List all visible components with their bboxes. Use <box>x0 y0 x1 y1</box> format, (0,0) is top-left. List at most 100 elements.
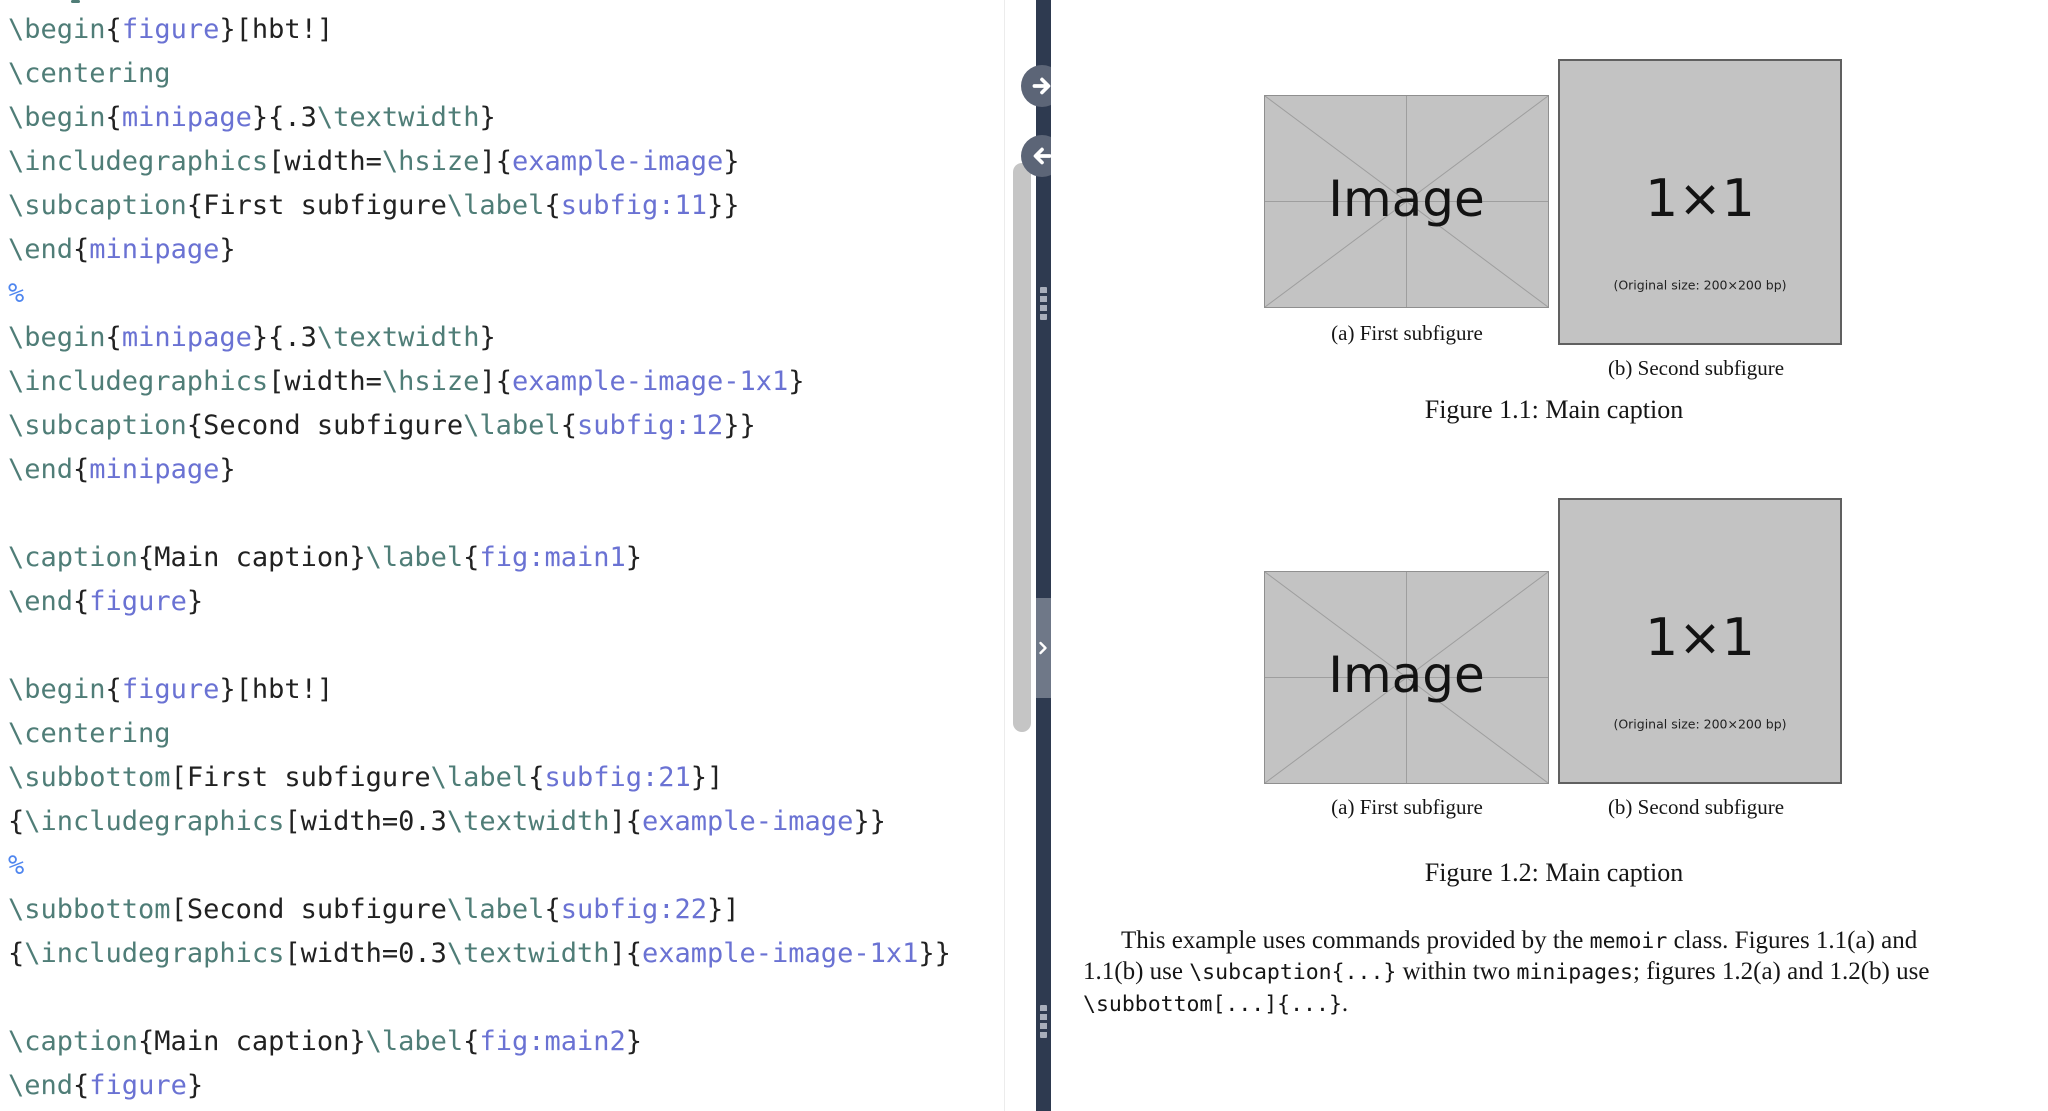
code-line[interactable] <box>8 624 951 668</box>
code-token: { <box>8 938 25 969</box>
code-line[interactable] <box>8 492 951 536</box>
code-line[interactable]: \subbottom[First subfigure\label{subfig:… <box>8 756 951 800</box>
code-token: { <box>73 234 90 265</box>
code-token: \textwidth <box>316 102 480 133</box>
code-line[interactable]: \caption{Main caption}\label{fig:main2} <box>8 1020 951 1064</box>
code-token: \subcaption <box>8 190 187 221</box>
code-line[interactable]: \begin{figure}[hbt!] <box>8 8 951 52</box>
paragraph-line: 1.1(b) use \subcaption{...} within two m… <box>1083 958 1929 986</box>
code-line[interactable]: % <box>8 844 951 888</box>
code-token: { <box>105 14 122 45</box>
code-token: fig:main2 <box>479 1026 626 1057</box>
code-token: } <box>219 234 236 265</box>
image-1x1-original-size: (Original size: 200×200 bp) <box>1613 277 1787 293</box>
subfigure-caption-1-2b: (b) Second subfigure <box>1607 795 1785 819</box>
paragraph-segment: 1.1(b) use <box>1083 958 1190 985</box>
image-placeholder-label: Image <box>1328 170 1485 229</box>
clipped-code-fragment <box>71 0 80 3</box>
code-line[interactable]: \end{minipage} <box>8 228 951 272</box>
code-token: subfig:21 <box>544 762 691 793</box>
code-token: \begin <box>8 102 106 133</box>
code-token: figure <box>121 14 220 45</box>
code-token: }{.3 <box>251 102 317 133</box>
code-token: \centering <box>8 58 171 89</box>
code-token: \label <box>430 762 529 793</box>
code-token: minipage <box>121 322 252 353</box>
code-token: ]{ <box>609 938 642 969</box>
code-token: \begin <box>8 322 106 353</box>
code-token: ]{ <box>479 146 512 177</box>
subfigure-caption-1-1a: (a) First subfigure <box>1331 321 1483 345</box>
code-token: \subcaption <box>8 410 187 441</box>
code-token: }] <box>690 762 724 793</box>
code-line[interactable]: \caption{Main caption}\label{fig:main1} <box>8 536 951 580</box>
code-token: { <box>544 190 561 221</box>
code-token: \includegraphics <box>8 146 269 177</box>
paragraph-line: This example uses commands provided by t… <box>1121 927 1917 955</box>
code-token: \subbottom <box>8 894 171 925</box>
code-token: \hsize <box>381 366 480 397</box>
code-token: \textwidth <box>446 938 610 969</box>
code-token: \label <box>365 542 464 573</box>
code-token: } <box>625 542 643 573</box>
code-line[interactable] <box>8 976 951 1020</box>
code-token: {Main caption} <box>138 542 366 573</box>
code-line[interactable]: \begin{minipage}{.3\textwidth} <box>8 316 951 360</box>
code-token: { <box>463 542 480 573</box>
paragraph-segment: class. Figures 1.1(a) and <box>1667 927 1918 954</box>
code-line[interactable]: \subcaption{Second subfigure\label{subfi… <box>8 404 951 448</box>
code-token: } <box>219 454 236 485</box>
subfigure-caption-1-2a: (a) First subfigure <box>1331 795 1483 819</box>
code-line[interactable]: \begin{minipage}{.3\textwidth} <box>8 96 951 140</box>
code-token: % <box>8 850 25 881</box>
code-line[interactable]: \end{figure} <box>8 580 951 624</box>
code-token: }{.3 <box>251 322 317 353</box>
image-placeholder-label: Image <box>1328 646 1485 705</box>
paragraph-segment: within two <box>1396 958 1517 985</box>
code-token: { <box>105 322 122 353</box>
code-line[interactable]: {\includegraphics[width=0.3\textwidth]{e… <box>8 932 951 976</box>
code-token: figure <box>89 586 187 617</box>
chevron-right-icon <box>1038 638 1049 658</box>
code-token: minipage <box>89 454 220 485</box>
code-token: \label <box>446 190 545 221</box>
code-line[interactable]: \begin{figure}[hbt!] <box>8 668 951 712</box>
code-line[interactable]: \includegraphics[width=\hsize]{example-i… <box>8 140 951 184</box>
code-token: example-image-1x1 <box>642 938 919 969</box>
figure-1-1-caption: Figure 1.1: Main caption <box>1424 395 1684 424</box>
paragraph-segment: minipages <box>1516 960 1634 985</box>
code-token: \textwidth <box>446 806 610 837</box>
code-line[interactable]: \end{figure} <box>8 1064 951 1108</box>
code-token: minipage <box>121 102 252 133</box>
subfigure-caption-1-1b: (b) Second subfigure <box>1607 356 1785 380</box>
divider-collapse-handle[interactable] <box>1036 598 1051 698</box>
code-line[interactable]: \subbottom[Second subfigure\label{subfig… <box>8 888 951 932</box>
code-token: minipage <box>89 234 220 265</box>
code-line[interactable]: \centering <box>8 712 951 756</box>
editor-scrollbar-thumb[interactable] <box>1013 163 1031 732</box>
pdf-preview-pane[interactable]: Image 1×1 (Original size: 200×200 bp) (a… <box>1051 0 2048 1111</box>
code-token: % <box>8 278 25 309</box>
code-token: \label <box>463 410 561 441</box>
code-token: } <box>788 366 805 397</box>
code-line[interactable]: % <box>8 272 951 316</box>
code-token: subfig:12 <box>576 410 724 441</box>
code-token: { <box>105 674 122 705</box>
placeholder-cross-lines-icon <box>1265 572 1548 783</box>
code-line[interactable]: {\includegraphics[width=0.3\textwidth]{e… <box>8 800 951 844</box>
figure-1-2a-example-image: Image <box>1264 571 1549 784</box>
code-token: \caption <box>8 1026 139 1057</box>
paragraph-segment: ; figures 1.2(a) and 1.2(b) use <box>1633 958 1930 985</box>
code-token: } <box>723 146 740 177</box>
code-area[interactable]: \begin{figure}[hbt!]\centering\begin{min… <box>8 8 951 1108</box>
code-line[interactable]: \centering <box>8 52 951 96</box>
latex-source-editor[interactable]: \begin{figure}[hbt!]\centering\begin{min… <box>0 0 1004 1111</box>
figure-1-1b-1x1-image: 1×1 (Original size: 200×200 bp) <box>1558 59 1842 345</box>
code-line[interactable]: \includegraphics[width=\hsize]{example-i… <box>8 360 951 404</box>
code-line[interactable]: \end{minipage} <box>8 448 951 492</box>
paragraph-segment: This example uses commands provided by t… <box>1121 927 1590 954</box>
placeholder-cross-lines-icon <box>1265 96 1548 307</box>
code-line[interactable]: \subcaption{First subfigure\label{subfig… <box>8 184 951 228</box>
code-token: \end <box>8 234 74 265</box>
pane-divider[interactable] <box>1036 0 1051 1111</box>
